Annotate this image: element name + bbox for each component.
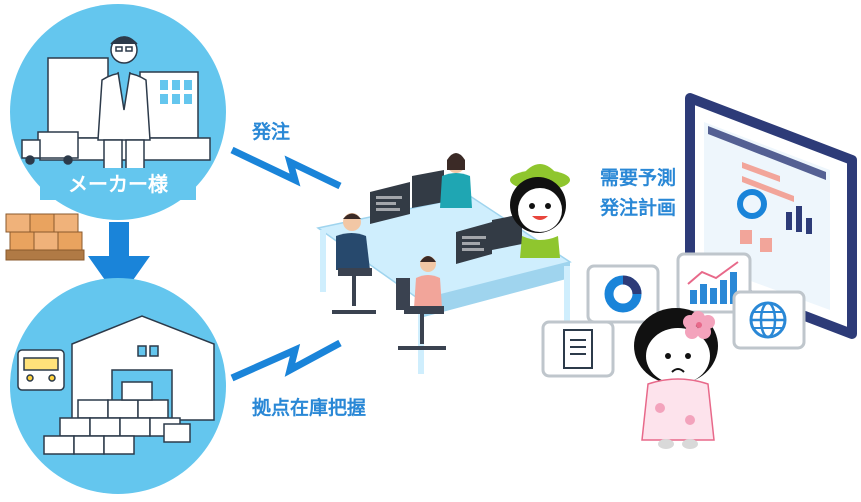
- donut-chart-tile: [586, 264, 660, 324]
- connector-top: [230, 146, 342, 190]
- pallet-boxes-icon: [5, 213, 85, 261]
- office-workers-icon: [316, 153, 572, 374]
- pink-flower-mascot-icon: [634, 308, 718, 449]
- document-tile: [541, 320, 615, 378]
- warehouse-circle: [10, 278, 226, 494]
- maker-label: メーカー様: [68, 172, 169, 196]
- forecast-label-line1: 需要予測: [600, 166, 676, 189]
- forecast-label-line2: 発注計画: [599, 196, 676, 219]
- businessman-icon: [97, 36, 151, 171]
- globe-tile: [732, 290, 806, 350]
- inventory-label: 拠点在庫把握: [252, 396, 366, 419]
- green-hat-mascot-icon: [510, 164, 570, 258]
- maker-circle: メーカー様: [10, 4, 226, 220]
- bar-chart-tile: [676, 252, 752, 314]
- flow-down-arrow: [88, 222, 150, 300]
- order-label: 発注: [251, 120, 290, 143]
- connector-bottom: [230, 339, 342, 382]
